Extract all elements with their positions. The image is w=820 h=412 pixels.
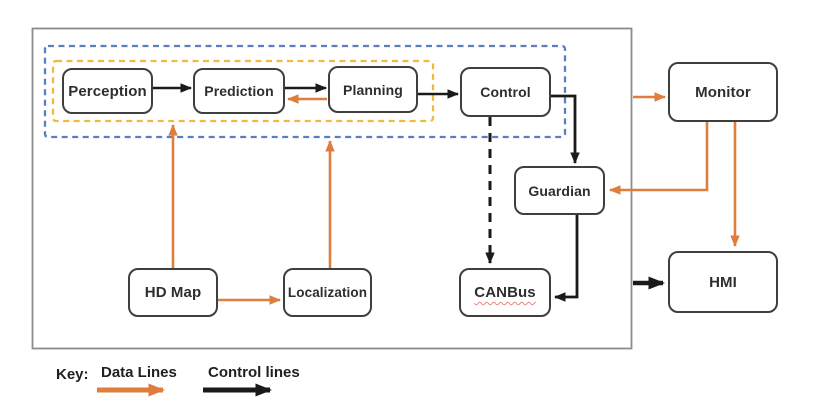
node-prediction: Prediction <box>193 68 285 114</box>
node-monitor: Monitor <box>668 62 778 122</box>
node-hd-map: HD Map <box>128 268 218 317</box>
node-guardian-label: Guardian <box>528 182 591 199</box>
node-canbus-label: CANBus <box>474 284 536 301</box>
node-planning: Planning <box>328 66 418 113</box>
node-hmi-label: HMI <box>709 273 737 291</box>
edge-guardian-canbus-control <box>554 215 579 302</box>
node-prediction-label: Prediction <box>204 83 274 99</box>
node-control-label: Control <box>480 84 531 100</box>
node-localization: Localization <box>283 268 372 317</box>
node-planning-label: Planning <box>343 81 403 98</box>
node-monitor-label: Monitor <box>695 83 751 101</box>
legend-control-lines-label: Control lines <box>208 364 300 381</box>
node-hd-map-label: HD Map <box>144 284 202 301</box>
node-control: Control <box>460 67 551 117</box>
node-localization-label: Localization <box>287 285 368 300</box>
node-guardian: Guardian <box>514 166 605 215</box>
node-hmi: HMI <box>668 251 778 313</box>
edge-control-guardian-control <box>551 94 580 164</box>
node-perception: Perception <box>62 68 153 114</box>
node-canbus: CANBus <box>459 268 551 317</box>
edge-monitor-guardian-data <box>609 122 709 195</box>
legend-data-lines-label: Data Lines <box>101 364 177 381</box>
legend-key-label: Key: <box>56 366 89 383</box>
node-perception-label: Perception <box>68 82 147 100</box>
